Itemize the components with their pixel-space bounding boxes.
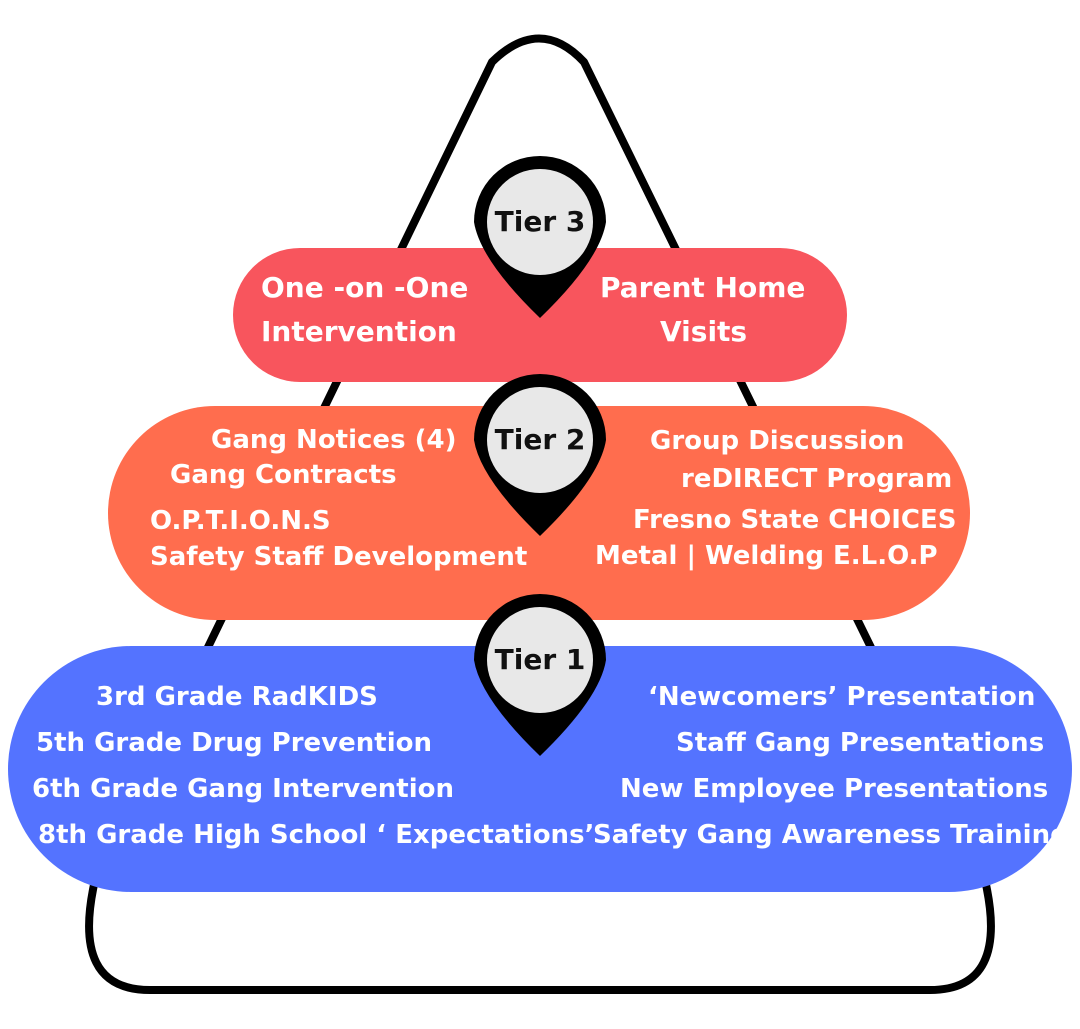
tier2-left-line-3: O.P.T.I.O.N.S	[150, 506, 331, 536]
tier3-pin-icon	[474, 155, 607, 318]
tier1-right-line-4: Safety Gang Awareness Training	[593, 820, 1069, 850]
tier1-right-line-2: Staff Gang Presentations	[676, 728, 1045, 758]
tier2-label: Tier 2	[494, 423, 586, 456]
tier3-right-line-1: Parent Home	[600, 271, 806, 304]
tier3-right-line-2: Visits	[660, 315, 748, 348]
tier1-left-line-4: 8th Grade High School ‘ Expectations’	[38, 820, 595, 850]
tier1-right-line-1: ‘Newcomers’ Presentation	[648, 682, 1036, 712]
tier3-label: Tier 3	[494, 205, 586, 238]
tier2-left-line-4: Safety Staff Development	[150, 542, 528, 572]
tier2-pin-icon	[474, 373, 607, 536]
tier2-right-line-4: Metal | Welding E.L.O.P	[595, 541, 938, 571]
tier2-left-line-2: Gang Contracts	[170, 460, 397, 490]
tier1-right-line-3: New Employee Presentations	[620, 774, 1049, 804]
tier2-left-line-1: Gang Notices (4)	[211, 425, 457, 455]
tier2-right-line-2: reDIRECT Program	[681, 464, 953, 494]
tier1-band: 3rd Grade RadKIDS 5th Grade Drug Prevent…	[8, 646, 1072, 892]
tier2-right-line-3: Fresno State CHOICES	[633, 505, 957, 535]
tier1-left-line-1: 3rd Grade RadKIDS	[96, 682, 378, 712]
tier3-left-line-1: One -on -One	[261, 271, 469, 304]
tier1-left-line-3: 6th Grade Gang Intervention	[32, 774, 455, 804]
pyramid-outline-path	[85, 34, 995, 994]
tier1-label: Tier 1	[494, 643, 586, 676]
tier3-left-line-2: Intervention	[261, 315, 457, 348]
tier1-pin-icon	[474, 593, 607, 756]
tier1-left-line-2: 5th Grade Drug Prevention	[36, 728, 432, 758]
tier2-right-line-1: Group Discussion	[650, 426, 905, 456]
